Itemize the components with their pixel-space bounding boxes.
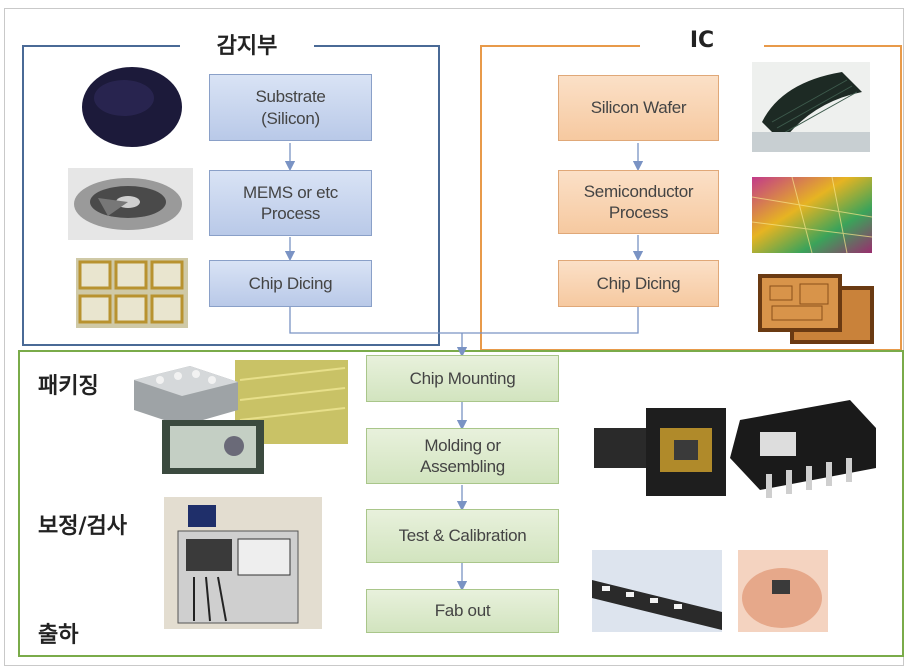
ic-section-title: IC (640, 28, 764, 53)
mems-device-photo (68, 168, 193, 240)
shipping-chips-photo (592, 550, 828, 632)
step-chip-mounting: Chip Mounting (366, 355, 559, 402)
step-substrate: Substrate (Silicon) (209, 74, 372, 141)
label-packaging: 패키징 (38, 374, 99, 399)
step-test-calibration: Test & Calibration (366, 509, 559, 563)
sensor-section-title: 감지부 (180, 28, 314, 60)
step-silicon-wafer: Silicon Wafer (558, 75, 719, 141)
merge-connector (289, 307, 639, 334)
wafer-disc-photo (82, 67, 182, 147)
diced-chips-photo (76, 258, 188, 328)
step-sensor-chip-dicing: Chip Dicing (209, 260, 372, 307)
ic-wafer-photo (752, 62, 870, 152)
sensor-package-photo (134, 360, 348, 474)
step-mems-process: MEMS or etc Process (209, 170, 372, 236)
step-fab-out: Fab out (366, 589, 559, 633)
calibration-equipment-photo (164, 497, 322, 629)
ic-chip-dies-photo (758, 274, 874, 344)
label-shipping: 출하 (38, 623, 79, 648)
step-semiconductor-process: Semiconductor Process (558, 170, 719, 234)
semiconductor-die-photo (752, 177, 872, 253)
step-ic-chip-dicing: Chip Dicing (558, 260, 719, 307)
outer-frame (4, 8, 904, 666)
packaged-ics-photo (594, 400, 876, 498)
label-calibration-inspection: 보정/검사 (38, 514, 127, 539)
step-molding-assembling: Molding or Assembling (366, 428, 559, 484)
